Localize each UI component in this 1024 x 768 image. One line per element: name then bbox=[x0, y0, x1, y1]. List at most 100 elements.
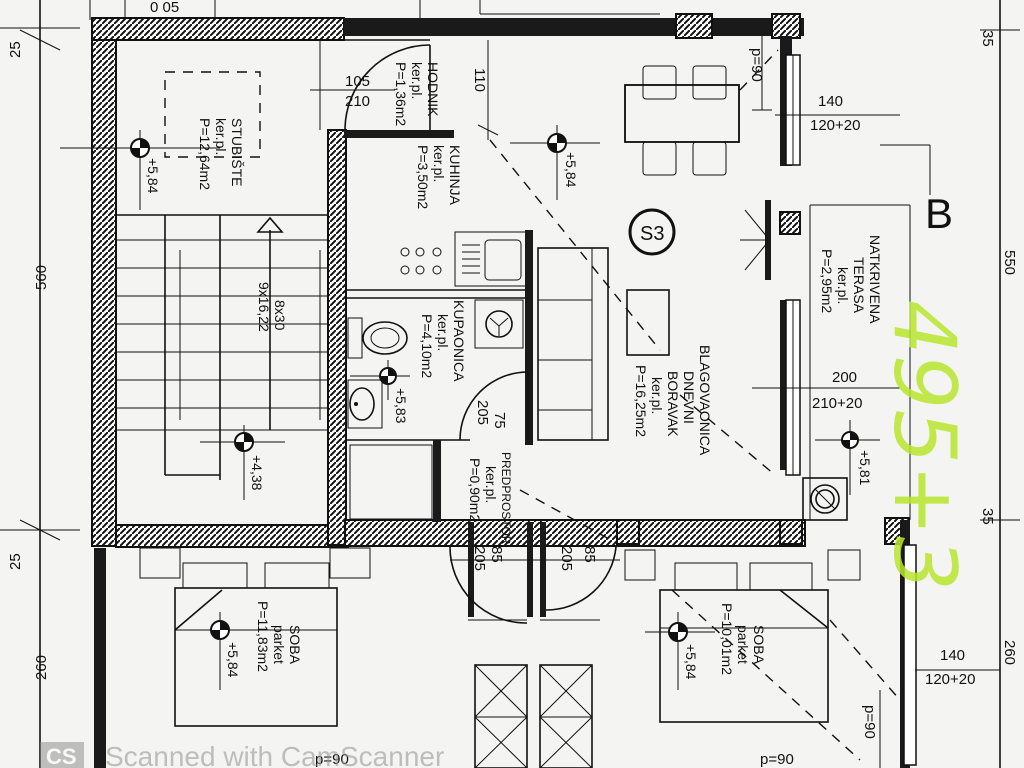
dim-window-200: 200 bbox=[832, 369, 857, 386]
dim-door-205-b: 205 bbox=[558, 546, 575, 571]
dim-hall-door-height: 210 bbox=[345, 93, 370, 110]
stairs-name: STUBIŠTE bbox=[229, 118, 245, 186]
dim-p90-top: p=90 bbox=[748, 48, 765, 82]
hallway-area: P=1,36m2 bbox=[393, 62, 409, 126]
dim-right-35-bottom: 35 bbox=[979, 508, 996, 525]
bedroom1-area: P=11,83m2 bbox=[255, 601, 271, 672]
bathroom-level: +5,83 bbox=[393, 388, 409, 424]
dim-bath-door-75: 75 bbox=[491, 412, 508, 429]
bathroom-area: P=4,10m2 bbox=[419, 314, 435, 378]
wardrobe-right bbox=[539, 664, 593, 768]
handwritten-annotation: 495+3 bbox=[874, 300, 974, 591]
dim-left-260: 260 bbox=[33, 655, 50, 680]
bedroom2-name: SOBA bbox=[751, 625, 767, 665]
scanner-text: Scanned with CamScanner bbox=[105, 741, 444, 768]
dim-window-140-top: 140 bbox=[818, 93, 843, 110]
stairs-level-low: +4,38 bbox=[249, 455, 265, 491]
wardrobe-left bbox=[474, 664, 528, 768]
staircase bbox=[116, 214, 328, 480]
stairs-area: P=12,64m2 bbox=[197, 118, 213, 190]
living-area: P=16,25m2 bbox=[633, 365, 649, 437]
dim-hall-110: 110 bbox=[471, 68, 488, 92]
level-marker-bedroom2: +5,84 bbox=[645, 612, 715, 690]
bedroom1-floor: parket bbox=[271, 625, 287, 664]
dim-window-120-20-top: 120+20 bbox=[810, 117, 860, 134]
bathroom-name: KUPAONICA bbox=[451, 300, 467, 382]
bed-right bbox=[624, 549, 861, 723]
dim-p90-right-side: p=90 bbox=[861, 705, 878, 739]
stairs-level: +5,84 bbox=[145, 158, 161, 194]
storage-cabinet bbox=[349, 444, 433, 520]
living-name-3: BORAVAK bbox=[665, 371, 681, 437]
unit-label: S3 bbox=[640, 223, 664, 245]
dim-hall-door-width: 105 bbox=[345, 73, 370, 90]
terrace-floor: ker.pl. bbox=[835, 267, 851, 304]
storage-floor: ker.pl. bbox=[483, 466, 499, 503]
washbasin bbox=[347, 379, 383, 429]
terrace-name-1: NATKRIVENA bbox=[867, 235, 883, 324]
top-left-numbers: 0 05 bbox=[150, 0, 179, 16]
stove bbox=[400, 247, 442, 275]
storage-area: P=0,90m2 bbox=[467, 458, 483, 522]
kitchen-floor: ker.pl. bbox=[431, 145, 447, 182]
toilet bbox=[347, 317, 408, 359]
living-floor: ker.pl. bbox=[649, 377, 665, 414]
bedroom2-level: +5,84 bbox=[683, 644, 699, 680]
window-bottom-right bbox=[903, 544, 917, 766]
level-marker-bathroom: +5,83 bbox=[350, 360, 410, 424]
terrace-name-2: TERASA bbox=[851, 257, 867, 314]
bathroom-walls bbox=[346, 230, 533, 522]
unit-badge: S3 bbox=[628, 208, 676, 256]
bathroom-floor: ker.pl. bbox=[435, 314, 451, 351]
scanner-watermark: CS Scanned with CamScanner bbox=[40, 741, 444, 768]
hallway-name: HODNIK bbox=[425, 62, 441, 117]
kitchen-walls bbox=[344, 130, 530, 299]
washer bbox=[474, 299, 524, 349]
dim-right-35-top: 35 bbox=[979, 30, 996, 47]
stair-shaft-outline bbox=[116, 39, 330, 158]
terrace-outline bbox=[809, 204, 911, 520]
living-level: +5,84 bbox=[563, 152, 579, 188]
hallway-floor: ker.pl. bbox=[409, 62, 425, 99]
living-name-1: BLAGOVAONICA bbox=[697, 345, 713, 456]
dim-left-25-bottom: 25 bbox=[7, 553, 24, 570]
right-dimension-line: 35 550 35 260 bbox=[979, 0, 1020, 768]
sofa bbox=[537, 247, 609, 441]
bedroom2-area: P=10,01m2 bbox=[719, 603, 735, 675]
handwritten-number: 495+3 bbox=[874, 300, 974, 591]
kitchen-area: P=3,50m2 bbox=[415, 145, 431, 209]
diagonal-dashed-lines bbox=[489, 49, 901, 761]
bedroom1-level: +5,84 bbox=[225, 642, 241, 678]
scanner-logo: CS bbox=[46, 744, 77, 768]
bedroom1-name: SOBA bbox=[287, 625, 303, 665]
living-name-2: DNEVNI bbox=[681, 371, 697, 424]
stairs-floor: ker.pl. bbox=[213, 118, 229, 155]
level-marker-living: +5,84 bbox=[510, 125, 600, 200]
bathroom-door bbox=[459, 371, 529, 441]
bedroom2-floor: parket bbox=[735, 625, 751, 664]
dim-p90-bottom-left: p=90 bbox=[315, 751, 349, 768]
bedroom-doors bbox=[449, 522, 620, 624]
section-b-label: B bbox=[925, 190, 953, 237]
level-marker-stairs-low: +4,38 bbox=[200, 425, 285, 500]
dim-right-260: 260 bbox=[1001, 640, 1018, 665]
level-marker-stairs: +5,84 bbox=[60, 130, 220, 210]
dim-left-25-top: 25 bbox=[7, 41, 24, 58]
terrace-area: P=2,95m2 bbox=[819, 249, 835, 313]
dim-window-120-20-bottom: 120+20 bbox=[925, 671, 975, 688]
dim-p90-bottom-right: p=90 bbox=[760, 751, 794, 768]
dim-door-205-a: 205 bbox=[471, 546, 488, 571]
dim-door-85-b: 85 bbox=[581, 546, 598, 563]
left-dimension-line: 25 560 25 260 bbox=[0, 0, 80, 768]
dim-bath-door-205: 205 bbox=[474, 400, 491, 425]
stairs-steps2: 9x16,22 bbox=[256, 282, 272, 332]
tv-unit bbox=[740, 200, 771, 280]
dim-left-560: 560 bbox=[33, 265, 50, 290]
exterior-walls bbox=[91, 13, 910, 768]
dining-table bbox=[624, 65, 740, 176]
level-marker-terrace: +5,81 bbox=[815, 420, 880, 495]
kitchen-name: KUHINJA bbox=[447, 145, 463, 206]
hallway-door bbox=[310, 39, 431, 131]
dim-window-210-20: 210+20 bbox=[812, 395, 862, 412]
